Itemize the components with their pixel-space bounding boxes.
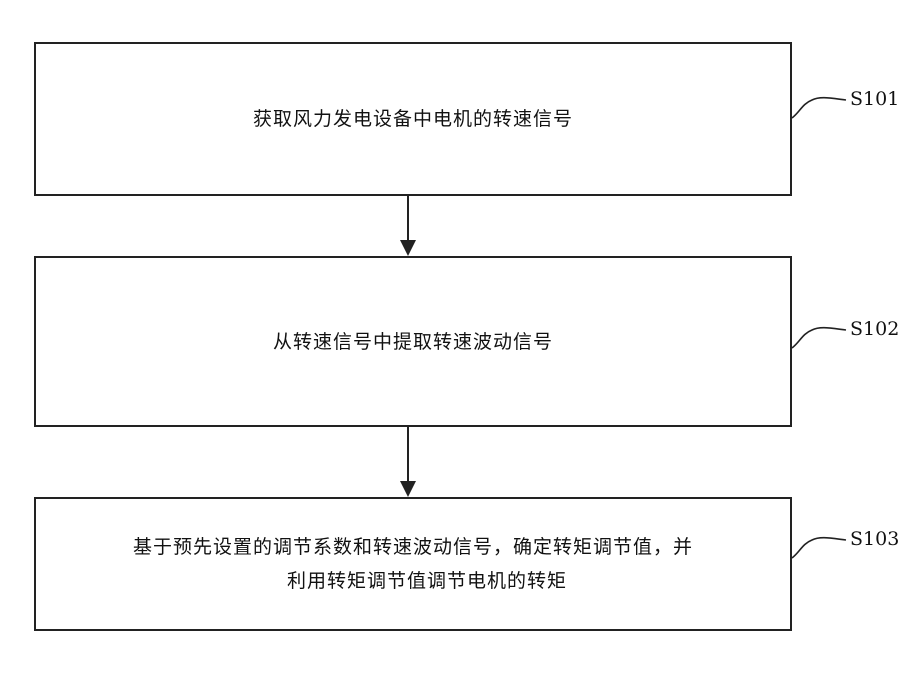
step-box-s102: 从转速信号中提取转速波动信号 [34,256,792,427]
step-text-s102: 从转速信号中提取转速波动信号 [273,325,553,359]
step-label-s103: S103 [850,528,899,550]
leader-s101 [792,98,846,118]
step-box-s103: 基于预先设置的调节系数和转速波动信号，确定转矩调节值，并 利用转矩调节值调节电机… [34,497,792,631]
leader-s103 [792,538,846,558]
leader-s102 [792,328,846,348]
step-label-s101: S101 [850,88,899,110]
arrow-s101-to-s102 [400,196,416,256]
step-text-s101: 获取风力发电设备中电机的转速信号 [253,102,573,136]
step-label-s102: S102 [850,318,899,340]
step-text-s103-line2: 利用转矩调节值调节电机的转矩 [133,564,693,598]
step-text-s103-line1: 基于预先设置的调节系数和转速波动信号，确定转矩调节值，并 [133,530,693,564]
step-text-s103: 基于预先设置的调节系数和转速波动信号，确定转矩调节值，并 利用转矩调节值调节电机… [119,530,707,598]
arrow-s102-to-s103 [400,427,416,497]
step-box-s101: 获取风力发电设备中电机的转速信号 [34,42,792,196]
